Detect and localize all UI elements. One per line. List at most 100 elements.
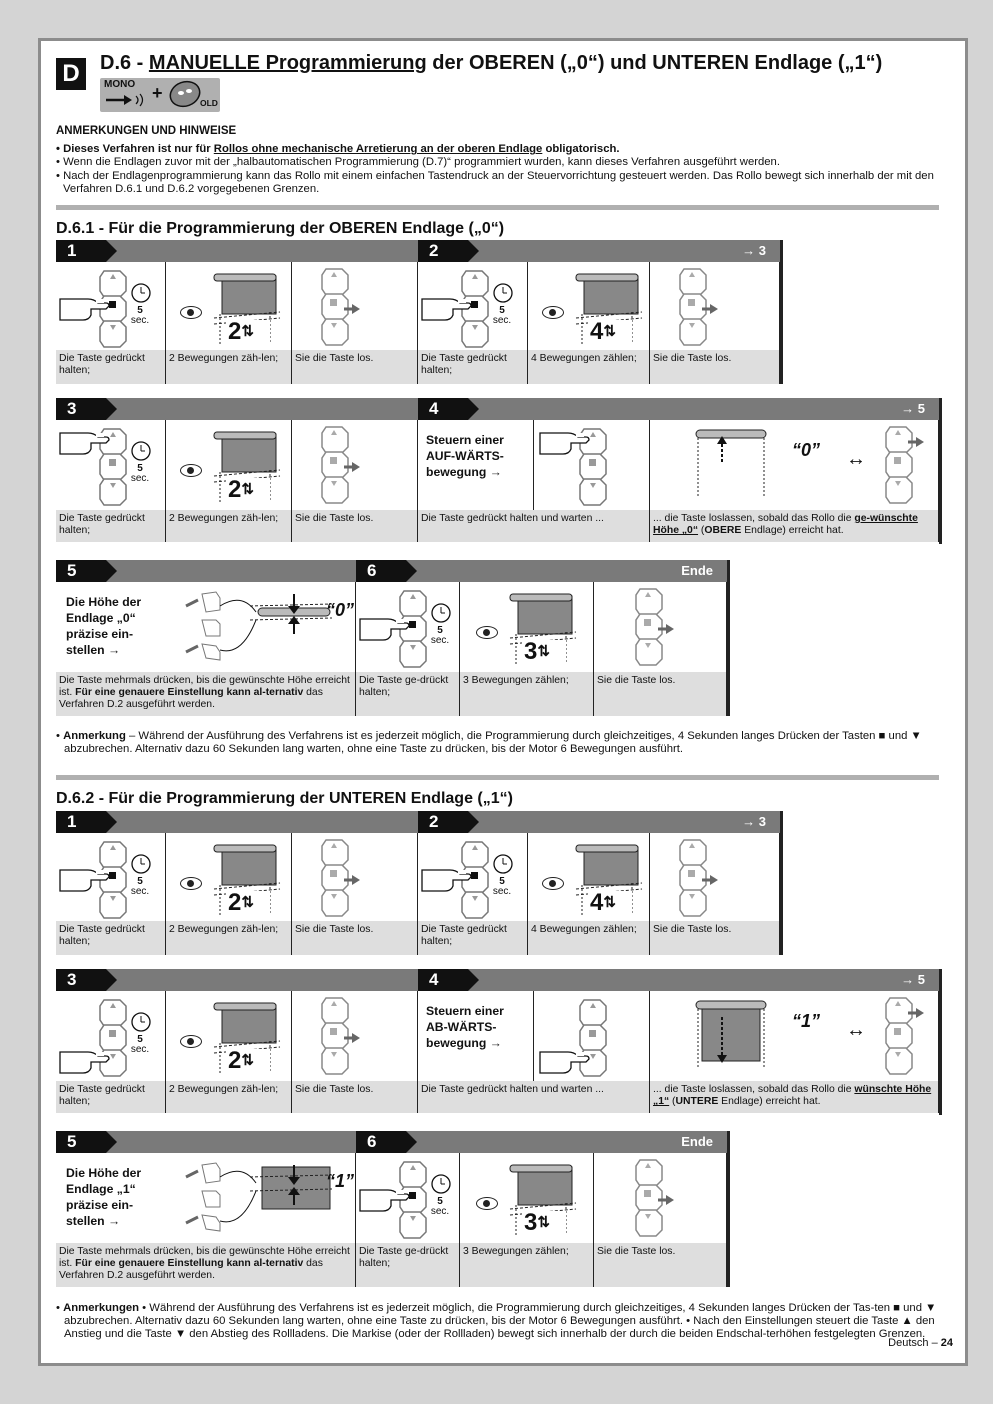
button-stack-hand-icon bbox=[539, 999, 607, 1077]
step-caption: Sie die Taste los. bbox=[594, 1243, 727, 1287]
step-caption: Die Taste gedrückt halten; bbox=[56, 350, 166, 384]
old-label: OLD bbox=[200, 98, 218, 108]
step-cell bbox=[418, 991, 534, 1081]
button-stack-hand-icon bbox=[59, 841, 127, 919]
step-number: 1 bbox=[56, 240, 117, 262]
instruction-text: Die Höhe der Endlage „1“ präzise ein-ste… bbox=[66, 1166, 142, 1228]
step-caption: 4 Bewegungen zählen; bbox=[528, 921, 650, 955]
step-header bbox=[418, 398, 939, 420]
step-header bbox=[418, 969, 939, 991]
step-caption: Sie die Taste los. bbox=[650, 921, 780, 955]
page-footer: Deutsch – 24 bbox=[888, 1337, 953, 1349]
movement-count: 3⇅ bbox=[524, 638, 550, 665]
step-caption: Die Taste mehrmals drücken, bis die gewü… bbox=[56, 672, 356, 716]
step-cell bbox=[418, 420, 534, 510]
movement-count: 2⇅ bbox=[228, 1047, 254, 1074]
step-caption: Sie die Taste los. bbox=[292, 1081, 418, 1113]
step-caption: 2 Bewegungen zäh-len; bbox=[166, 510, 292, 542]
step-number: 1 bbox=[56, 811, 117, 833]
clock-icon bbox=[431, 603, 451, 623]
position-diagram-icon bbox=[695, 429, 767, 498]
step-number: 4 bbox=[418, 398, 479, 420]
position-label: “0” bbox=[792, 440, 821, 460]
step-header bbox=[56, 969, 418, 991]
step-caption: Die Taste gedrückt halten; bbox=[418, 921, 528, 955]
roller-shutter-icon bbox=[509, 593, 577, 666]
clock-icon bbox=[493, 854, 513, 874]
step-caption: Die Taste ge-drückt halten; bbox=[356, 672, 460, 716]
section-title: D.6.1 - Für die Programmierung der OBERE… bbox=[56, 220, 505, 237]
separator bbox=[56, 205, 939, 210]
mono-old-tag: MONO + OLD bbox=[100, 78, 220, 112]
section-footnote: • Anmerkung – Während der Ausführung des… bbox=[56, 730, 922, 756]
button-release-icon bbox=[885, 997, 924, 1075]
step-caption: Sie die Taste los. bbox=[292, 510, 418, 542]
fine-adjust-diagram-icon bbox=[185, 1162, 333, 1232]
next-step-indicator: → 3 bbox=[742, 814, 766, 829]
step-number: 5 bbox=[56, 560, 117, 582]
section-title: D.6.2 - Für die Programmierung der UNTER… bbox=[56, 790, 513, 807]
notes-block: ANMERKUNGEN UND HINWEISE • Dieses Verfah… bbox=[56, 125, 961, 196]
button-stack-hand-icon bbox=[539, 428, 607, 506]
step-header bbox=[56, 1131, 356, 1153]
button-stack-hand-icon bbox=[59, 428, 127, 506]
note-2: • Wenn die Endlagen zuvor mit der „halba… bbox=[56, 156, 780, 169]
section-footnote: • Anmerkungen • Während der Ausführung d… bbox=[56, 1302, 937, 1341]
clock-icon bbox=[431, 1174, 451, 1194]
eye-icon bbox=[542, 877, 564, 890]
step-header bbox=[356, 1131, 727, 1153]
step-header bbox=[56, 240, 418, 262]
button-release-icon bbox=[321, 997, 360, 1075]
roller-shutter-icon bbox=[213, 1002, 281, 1075]
instruction-text: Die Höhe der Endlage „0“ präzise ein-ste… bbox=[66, 595, 142, 657]
step-caption: Die Taste gedrückt halten; bbox=[418, 350, 528, 384]
movement-count: 4⇅ bbox=[590, 889, 616, 916]
section-d61: D.6.1 - Für die Programmierung der OBERE… bbox=[41, 217, 971, 767]
button-release-icon bbox=[679, 268, 718, 346]
eye-icon bbox=[476, 1197, 498, 1210]
page-title: D.6 - MANUELLE Programmierung der OBEREN… bbox=[100, 52, 883, 74]
eye-icon bbox=[542, 306, 564, 319]
movement-count: 2⇅ bbox=[228, 889, 254, 916]
button-release-icon bbox=[321, 268, 360, 346]
movement-count: 3⇅ bbox=[524, 1209, 550, 1236]
roller-shutter-icon bbox=[509, 1164, 577, 1237]
next-step-indicator: Ende bbox=[681, 563, 713, 578]
step-cell bbox=[650, 262, 780, 350]
clock-icon bbox=[131, 1012, 151, 1032]
next-step-indicator: Ende bbox=[681, 1134, 713, 1149]
step-header bbox=[418, 240, 780, 262]
double-arrow-icon: ↔ bbox=[846, 448, 866, 470]
manual-page: D D.6 - MANUELLE Programmierung der OBER… bbox=[38, 38, 968, 1366]
step-caption: Die Taste mehrmals drücken, bis die gewü… bbox=[56, 1243, 356, 1287]
separator bbox=[56, 775, 939, 780]
step-number: 6 bbox=[356, 560, 417, 582]
step-number: 3 bbox=[56, 969, 117, 991]
movement-count: 4⇅ bbox=[590, 318, 616, 345]
step-caption: Die Taste gedrückt halten; bbox=[56, 1081, 166, 1113]
section-letter-badge: D bbox=[56, 58, 86, 90]
step-caption: Sie die Taste los. bbox=[292, 921, 418, 955]
step-caption: 2 Bewegungen zäh-len; bbox=[166, 921, 292, 955]
step-header bbox=[356, 560, 727, 582]
button-release-icon bbox=[885, 426, 924, 504]
position-diagram-icon bbox=[695, 1000, 767, 1069]
button-release-icon bbox=[635, 1159, 674, 1237]
step-caption: Sie die Taste los. bbox=[594, 672, 727, 716]
step-number: 4 bbox=[418, 969, 479, 991]
roller-shutter-icon bbox=[213, 273, 281, 346]
remote-control-icon bbox=[169, 80, 201, 108]
position-label: “1” bbox=[792, 1011, 821, 1031]
double-arrow-icon: ↔ bbox=[846, 1019, 866, 1041]
eye-icon bbox=[180, 306, 202, 319]
roller-shutter-icon bbox=[575, 844, 643, 917]
button-stack-hand-icon bbox=[359, 590, 427, 668]
eye-icon bbox=[180, 877, 202, 890]
step-header bbox=[418, 811, 780, 833]
note-3: • Nach der Endlagenprogrammierung kann d… bbox=[56, 169, 934, 195]
